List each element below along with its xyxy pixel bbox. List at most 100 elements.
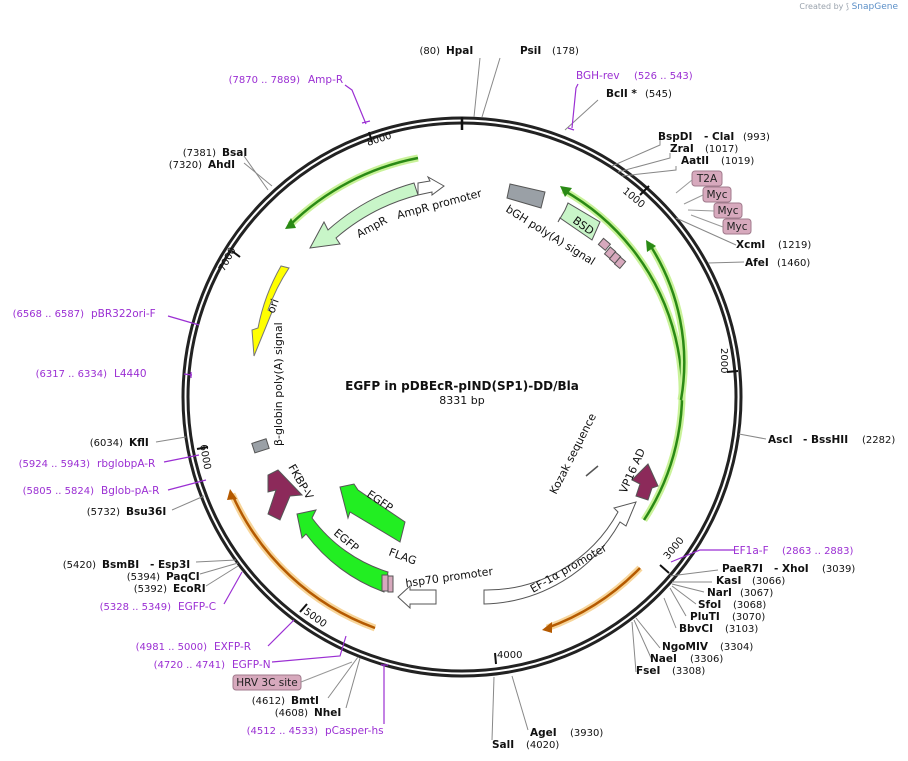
site-name: PluTI: [690, 611, 720, 623]
primer-range: (4981 .. 5000): [136, 642, 208, 653]
fkbp-feature: [267, 469, 304, 521]
site-position: (7381): [183, 148, 216, 159]
site-paer7i: PaeR7I - XhoI (3039): [722, 563, 855, 575]
primer-pcasper-hs: (4512 .. 4533) pCasper-hs: [247, 725, 384, 737]
site-position: (4612): [252, 696, 285, 707]
site-position: (3039): [822, 564, 855, 575]
site-position: (1219): [778, 240, 811, 251]
tag-block: [613, 256, 627, 270]
kozak-marker: [585, 465, 599, 477]
credit-prefix: Created by: [799, 2, 844, 11]
site-name: PsiI: [520, 45, 541, 57]
restriction-sites: (80) HpaI PsiI (178) BclI * (545) BspDI …: [63, 45, 896, 751]
primer-labels: (7870 .. 7889) Amp-R BGH-rev (526 .. 543…: [13, 70, 854, 737]
site-pluti: PluTI (3070): [690, 611, 765, 623]
site-name: ZraI: [670, 143, 694, 155]
hsp70-label: hsp70 promoter: [405, 565, 495, 590]
primer-bgh-rev: BGH-rev (526 .. 543): [576, 70, 693, 82]
bglobin-polya-label: β-globin poly(A) signal: [272, 322, 285, 446]
site-position: (5392): [134, 584, 167, 595]
bgh-polya-feature: [506, 183, 546, 209]
flag-block: [387, 575, 394, 593]
site-position: (545): [645, 89, 672, 100]
site-position: (3304): [720, 642, 753, 653]
site-name: NaeI: [650, 653, 677, 665]
plasmid-title-block: EGFP in pDBEcR-pIND(SP1)-DD/Bla 8331 bp: [345, 379, 579, 407]
primer-egfp-c: (5328 .. 5349) EGFP-C: [100, 601, 216, 613]
primer-range: (2863 .. 2883): [782, 546, 854, 557]
site-psii: PsiI (178): [520, 45, 579, 57]
site-bsai: (7381) BsaI: [183, 147, 248, 159]
site-naei: NaeI (3306): [650, 653, 723, 665]
primer-name: BGH-rev: [576, 70, 620, 82]
primer-range: (5924 .. 5943): [19, 459, 91, 470]
site-position: (5732): [87, 507, 120, 518]
primer-l4440: (6317 .. 6334) L4440: [36, 368, 147, 380]
snapgene-logo-icon: ⟆: [845, 2, 850, 11]
tick-mark: [368, 131, 373, 143]
site-position: (1019): [721, 156, 754, 167]
primer-name: rbglobpA-R: [97, 458, 155, 470]
orf-arrowhead: [542, 622, 552, 633]
tick-label: 6000: [197, 444, 212, 471]
site-position: (993): [743, 132, 770, 143]
site-position: (178): [552, 46, 579, 57]
tick-mark: [196, 446, 209, 450]
site-nari: NarI (3067): [707, 587, 773, 599]
kozak-label: Kozak sequence: [547, 411, 599, 496]
site-position: (2282): [862, 435, 895, 446]
site-position: (5394): [127, 572, 160, 583]
site-position: (7320): [169, 160, 202, 171]
vp16-feature: [631, 463, 659, 501]
primer-range: (6568 .. 6587): [13, 309, 85, 320]
site-bsu36i: (5732) Bsu36I: [87, 506, 167, 518]
primer-range: (4720 .. 4741): [154, 660, 226, 671]
site-name: EcoRI: [173, 583, 206, 595]
tag-myc: Myc: [722, 218, 752, 235]
tag-t2a: T2A: [691, 170, 723, 187]
tick-mark: [639, 185, 650, 196]
bglobin-polya-feature: [251, 438, 270, 454]
tag-label: T2A: [696, 173, 718, 185]
site-bsmbi: (5420) BsmBI - Esp3I: [63, 559, 190, 571]
site-position: (3070): [732, 612, 765, 623]
primer-name: EF1a-F: [733, 545, 769, 557]
tick-label: 2000: [718, 348, 729, 373]
orf-arrowhead: [560, 186, 572, 197]
site-kfli: (6034) KflI: [90, 437, 149, 449]
tag-block: [597, 237, 612, 251]
site-name: Bsu36I: [126, 506, 166, 518]
flag-label: FLAG: [387, 546, 418, 568]
primer-range: (6317 .. 6334): [36, 369, 108, 380]
tick-mark: [231, 250, 241, 258]
ef1a-promoter-feature: [483, 501, 637, 605]
primer-egfp-n: (4720 .. 4741) EGFP-N: [154, 659, 271, 671]
site-alt-name: - ClaI: [704, 131, 734, 143]
primer-ef1a-f: EF1a-F (2863 .. 2883): [733, 545, 854, 557]
orf-arrowhead: [646, 240, 656, 252]
primer-range: (5328 .. 5349): [100, 602, 172, 613]
tag-label: Myc: [706, 189, 727, 201]
site-name: BsmBI: [102, 559, 139, 571]
primer-pbr322ori-f: (6568 .. 6587) pBR322ori-F: [13, 308, 156, 320]
site-name: KasI: [716, 575, 741, 587]
site-position: (4608): [275, 708, 308, 719]
orf-arcs: [227, 154, 688, 633]
site-position: (3308): [672, 666, 705, 677]
primer-range: (5805 .. 5824): [23, 486, 95, 497]
site-position: (3306): [690, 654, 723, 665]
site-sali: SalI (4020): [492, 739, 559, 751]
site-name: NheI: [314, 707, 341, 719]
ef1a-label: EF-1α promoter: [528, 541, 609, 596]
site-position: (4020): [526, 740, 559, 751]
site-hpai: (80) HpaI: [419, 45, 473, 57]
hsp70-promoter-feature: [397, 584, 437, 610]
orf-arc-green: [561, 186, 686, 522]
primer-markers: [163, 83, 734, 724]
site-bspdi: BspDI - ClaI (993): [658, 131, 770, 143]
site-name: NarI: [707, 587, 732, 599]
orf-arc-green: [289, 156, 419, 226]
ori-label: ori: [265, 297, 282, 315]
orf-arrowhead: [285, 218, 296, 229]
site-name: AatII: [681, 155, 709, 167]
